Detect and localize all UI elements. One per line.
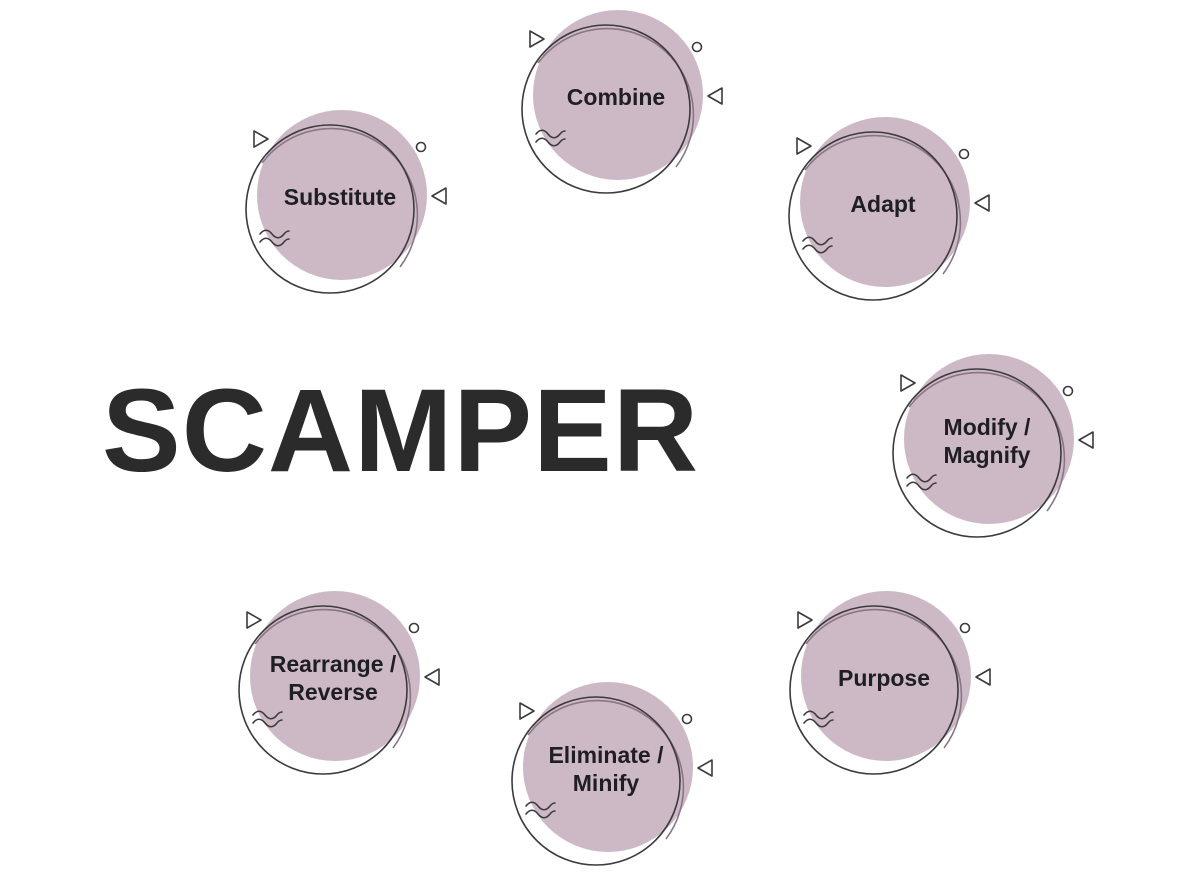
triangle-right-icon xyxy=(529,30,545,48)
triangle-left-icon xyxy=(707,87,723,105)
wave-icon xyxy=(252,710,283,728)
outline-circle xyxy=(892,368,1062,538)
triangle-left-icon xyxy=(697,759,713,777)
small-circle-icon xyxy=(408,622,420,634)
node-circle-icon xyxy=(521,10,723,194)
small-circle-icon xyxy=(959,622,971,634)
triangle-left-icon xyxy=(431,187,447,205)
node-circle-icon xyxy=(789,591,991,775)
node-circle-icon xyxy=(892,354,1094,538)
node-eliminate: Eliminate / Minify xyxy=(511,682,713,866)
triangle-right-icon xyxy=(519,702,535,720)
filled-disc xyxy=(257,110,427,280)
wave-icon xyxy=(803,710,834,728)
inner-arc xyxy=(537,27,695,168)
wave-icon xyxy=(906,473,937,491)
wave-icon xyxy=(535,129,566,147)
outline-circle xyxy=(789,605,959,775)
inner-arc xyxy=(908,371,1066,512)
small-circle-icon xyxy=(415,141,427,153)
wave-icon xyxy=(525,801,556,819)
node-circle-icon xyxy=(788,117,990,301)
node-label-substitute: Substitute xyxy=(283,184,397,210)
outline-circle xyxy=(511,696,681,866)
filled-disc xyxy=(523,682,693,852)
triangle-right-icon xyxy=(900,374,916,392)
wave-icon xyxy=(259,229,290,247)
small-circle-icon xyxy=(691,41,703,53)
node-label-rearrange: Rearrange / Reverse xyxy=(269,651,397,705)
filled-disc xyxy=(904,354,1074,524)
inner-arc xyxy=(804,134,962,275)
node-purpose: Purpose xyxy=(789,591,991,775)
triangle-left-icon xyxy=(1078,431,1094,449)
small-circle-icon xyxy=(681,713,693,725)
node-label-eliminate: Eliminate / Minify xyxy=(548,742,664,796)
triangle-right-icon xyxy=(797,611,813,629)
node-label-combine: Combine xyxy=(566,84,666,110)
node-combine: Combine xyxy=(521,10,723,194)
triangle-left-icon xyxy=(975,668,991,686)
inner-arc xyxy=(261,127,419,268)
inner-arc xyxy=(805,608,963,749)
outline-circle xyxy=(521,24,691,194)
triangle-left-icon xyxy=(424,668,440,686)
node-circle-icon xyxy=(245,110,447,294)
node-adapt: Adapt xyxy=(788,117,990,301)
triangle-left-icon xyxy=(974,194,990,212)
node-rearrange: Rearrange / Reverse xyxy=(238,591,440,775)
outline-circle xyxy=(788,131,958,301)
inner-arc xyxy=(527,699,685,840)
small-circle-icon xyxy=(958,148,970,160)
node-substitute: Substitute xyxy=(245,110,447,294)
node-circle-icon xyxy=(511,682,713,866)
diagram-title: SCAMPER xyxy=(102,365,700,497)
node-label-modify: Modify / Magnify xyxy=(943,414,1031,468)
filled-disc xyxy=(533,10,703,180)
node-label-purpose: Purpose xyxy=(837,665,931,691)
triangle-right-icon xyxy=(253,130,269,148)
inner-arc xyxy=(254,608,412,749)
outline-circle xyxy=(245,124,415,294)
filled-disc xyxy=(250,591,420,761)
triangle-right-icon xyxy=(796,137,812,155)
node-modify: Modify / Magnify xyxy=(892,354,1094,538)
filled-disc xyxy=(800,117,970,287)
small-circle-icon xyxy=(1062,385,1074,397)
wave-icon xyxy=(802,236,833,254)
node-circle-icon xyxy=(238,591,440,775)
filled-disc xyxy=(801,591,971,761)
triangle-right-icon xyxy=(246,611,262,629)
node-label-adapt: Adapt xyxy=(850,191,916,217)
outline-circle xyxy=(238,605,408,775)
